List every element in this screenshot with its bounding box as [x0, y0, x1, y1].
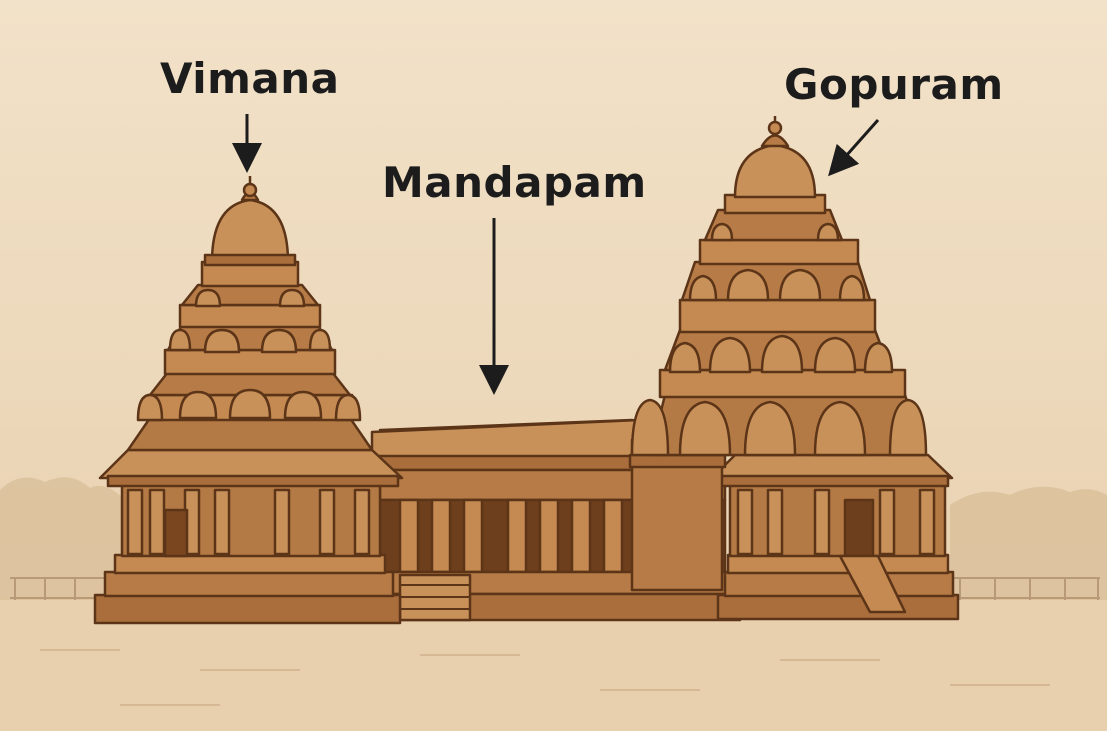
- trees-right: [950, 486, 1107, 600]
- label-gopuram: Gopuram: [784, 60, 1004, 109]
- gopuram-finial: [767, 120, 783, 136]
- trees-left: [0, 477, 125, 600]
- vimana: [93, 176, 404, 625]
- vimana-finial: [242, 182, 258, 198]
- ground-texture: [40, 649, 1050, 706]
- gopuram-arrow: [828, 119, 880, 177]
- label-arrows: [232, 114, 880, 395]
- mandapam-steps: [400, 584, 470, 610]
- vimana-doorway: [163, 508, 189, 558]
- vimana-kudus: [136, 288, 362, 422]
- fence-right: [950, 577, 1100, 600]
- label-vimana: Vimana: [160, 54, 340, 103]
- gopuram: [628, 116, 960, 621]
- vimana-pilasters: [126, 488, 371, 556]
- gopuram-pilasters: [736, 488, 936, 556]
- label-mandapam: Mandapam: [382, 158, 647, 207]
- gopuram-doorway: [843, 498, 875, 558]
- gopuram-kudus: [630, 222, 928, 457]
